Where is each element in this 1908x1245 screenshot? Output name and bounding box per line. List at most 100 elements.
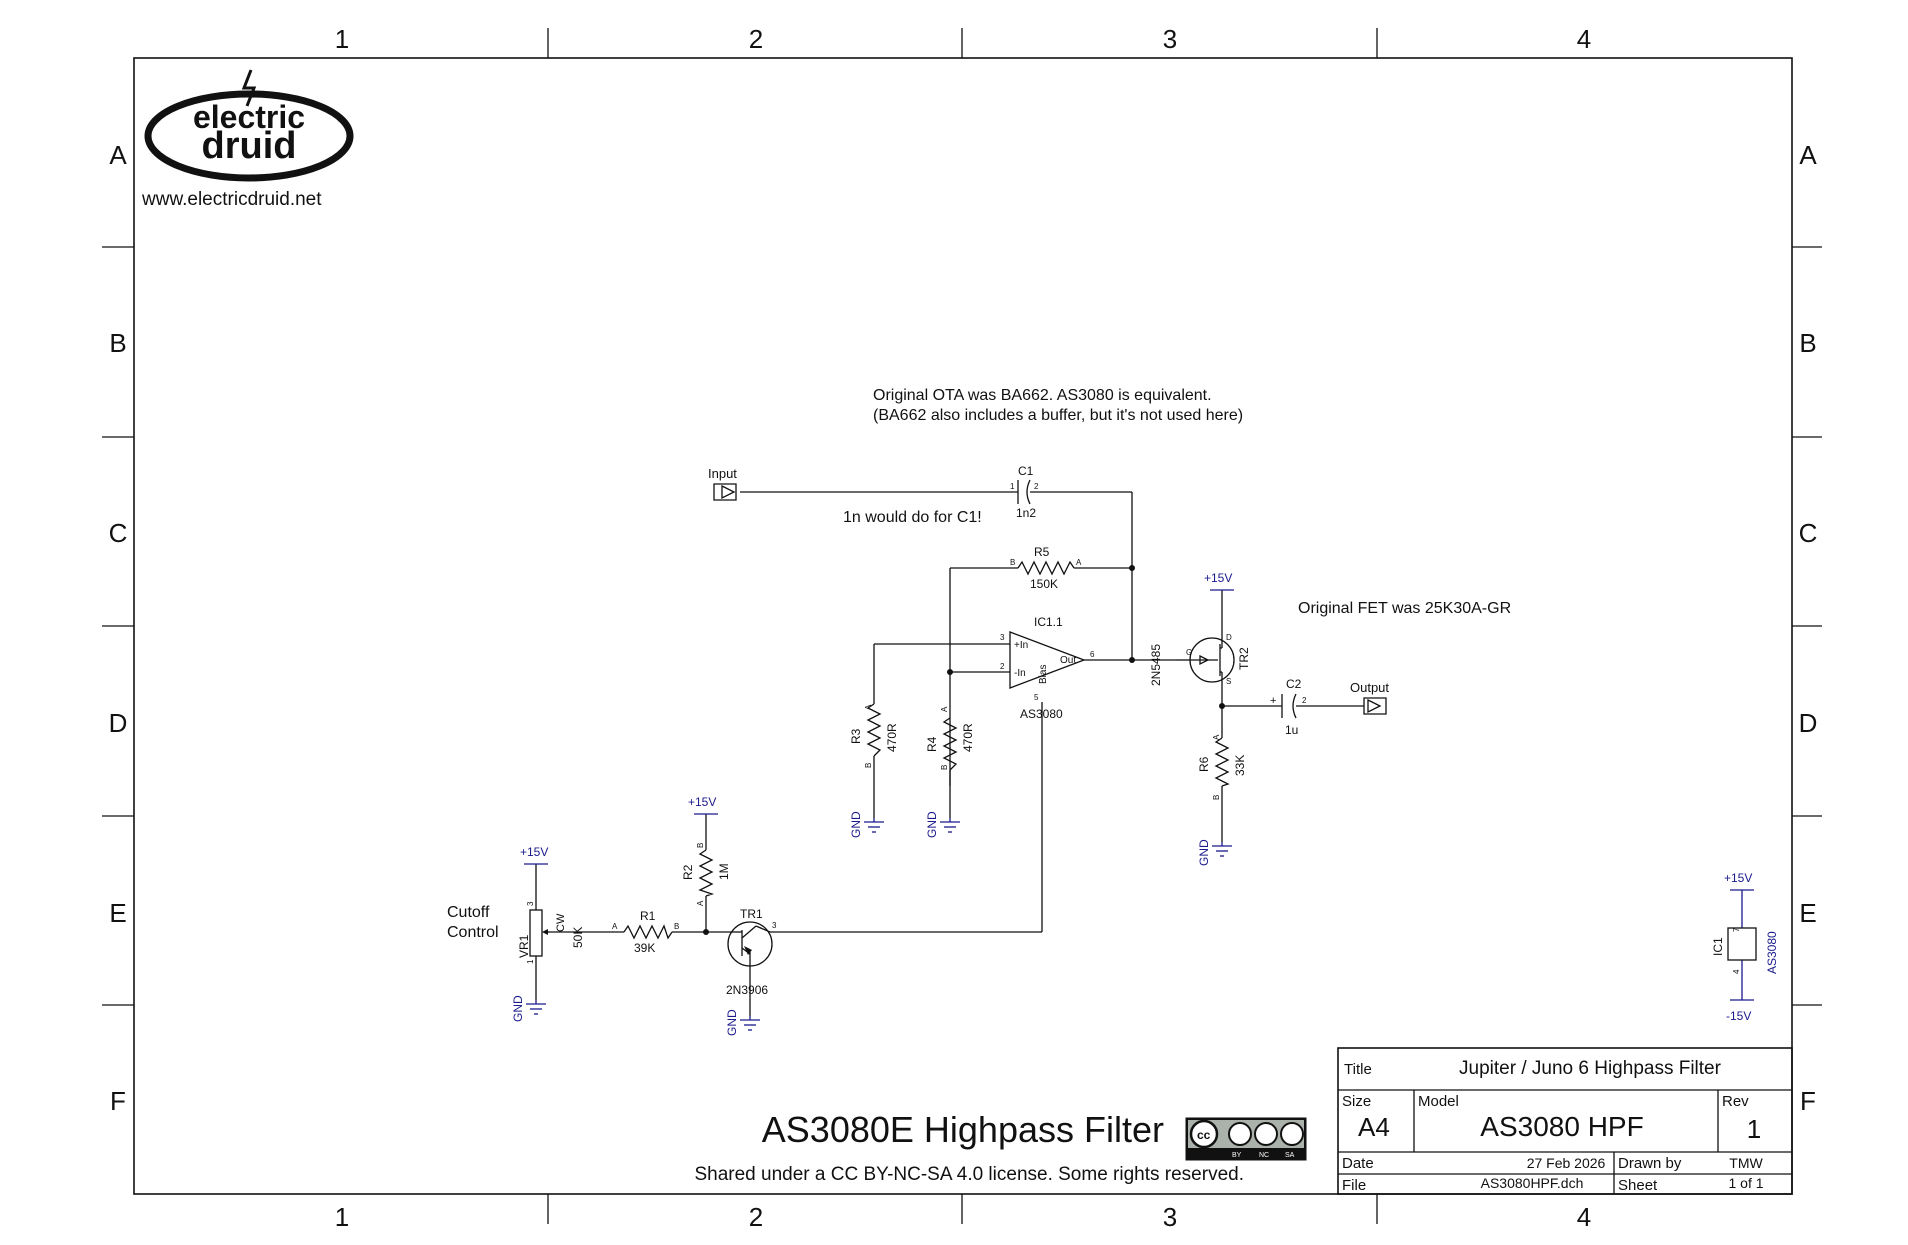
resistor-r4: R4 470R A B bbox=[925, 706, 975, 771]
col-label-top-4: 4 bbox=[1577, 24, 1591, 54]
capacitor-c2: C2 1u + 2 bbox=[1270, 677, 1307, 737]
tb-file-value: AS3080HPF.dch bbox=[1481, 1175, 1584, 1191]
r4-pin-b: B bbox=[940, 765, 949, 770]
ic1-1-ref: IC1.1 bbox=[1034, 615, 1063, 629]
power-rails: +15V +15V +15V bbox=[520, 571, 1234, 865]
r3-value: 470R bbox=[885, 723, 899, 752]
main-title: AS3080E Highpass Filter bbox=[762, 1109, 1164, 1150]
r1-ref: R1 bbox=[640, 909, 656, 923]
annotation-notes: Original OTA was BA662. AS3080 is equiva… bbox=[843, 387, 1511, 617]
logo-url: www.electricdruid.net bbox=[141, 189, 322, 210]
row-label-left-d: D bbox=[109, 708, 128, 738]
c1-pin2: 2 bbox=[1034, 482, 1039, 491]
row-label-left-f: F bbox=[110, 1086, 126, 1116]
vr1-ref: VR1 bbox=[517, 934, 531, 958]
tr2-supply: +15V bbox=[1204, 571, 1232, 585]
ground-tr1: GND bbox=[725, 1009, 760, 1036]
r6-ref: R6 bbox=[1197, 756, 1211, 772]
vr1-supply: +15V bbox=[520, 845, 548, 859]
c1-value: 1n2 bbox=[1016, 506, 1036, 520]
tr2-value: 2N5485 bbox=[1149, 644, 1163, 686]
r5-pin-b: B bbox=[1010, 558, 1015, 567]
row-label-right-a: A bbox=[1799, 140, 1817, 170]
tr1-pin3: 3 bbox=[772, 921, 777, 930]
tr2-pin-d: D bbox=[1226, 633, 1232, 642]
col-label-bottom-2: 2 bbox=[749, 1202, 763, 1232]
ic1-pin7: 7 bbox=[1732, 927, 1741, 932]
resistor-r5: R5 150K B A bbox=[1010, 545, 1082, 591]
r4-value: 470R bbox=[961, 723, 975, 752]
ic1-pin4: 4 bbox=[1732, 969, 1741, 974]
vr1-label2: Control bbox=[447, 924, 499, 941]
output-port-label: Output bbox=[1350, 680, 1389, 695]
ic1-1-pin2: 2 bbox=[1000, 662, 1005, 671]
col-label-top-1: 1 bbox=[335, 24, 349, 54]
resistor-r1: R1 39K A B bbox=[612, 909, 679, 955]
r2-pin-b: B bbox=[696, 843, 705, 848]
c1-ref: C1 bbox=[1018, 464, 1034, 478]
row-labels: A B C D E F A B C D E F bbox=[109, 140, 1818, 1116]
vr1-cw: CW bbox=[555, 913, 567, 932]
c1-note: 1n would do for C1! bbox=[843, 509, 982, 526]
ic1-1-pin3: 3 bbox=[1000, 633, 1005, 642]
r5-value: 150K bbox=[1030, 577, 1058, 591]
tr2-pin-g: G bbox=[1186, 648, 1192, 657]
row-label-right-f: F bbox=[1800, 1086, 1816, 1116]
ground-tr1-label: GND bbox=[725, 1009, 739, 1036]
ic1-1-in-pos: +In bbox=[1014, 640, 1028, 651]
r5-pin-a: A bbox=[1076, 558, 1082, 567]
tb-date-label: Date bbox=[1342, 1155, 1374, 1172]
sheet-frame bbox=[102, 28, 1822, 1224]
r6-value: 33K bbox=[1233, 755, 1247, 776]
vr1-value: 50K bbox=[571, 927, 585, 948]
c2-plus: + bbox=[1270, 695, 1276, 707]
tb-model-label: Model bbox=[1418, 1093, 1459, 1110]
vr1-pin1: 1 bbox=[526, 959, 535, 964]
col-label-top-3: 3 bbox=[1163, 24, 1177, 54]
ground-symbols: GND GND GND GND GND bbox=[511, 811, 1232, 1036]
ic1-power-unit: IC1 AS3080 7 4 +15V -15V bbox=[1711, 871, 1779, 1023]
r6-pin-a: A bbox=[1212, 734, 1221, 740]
ground-vr1-label: GND bbox=[511, 995, 525, 1022]
tb-model-value: AS3080 HPF bbox=[1480, 1111, 1643, 1142]
tb-file-label: File bbox=[1342, 1177, 1366, 1194]
ic1-1-pin5: 5 bbox=[1034, 693, 1039, 702]
r1-pin-a: A bbox=[612, 922, 618, 931]
r4-ref: R4 bbox=[925, 736, 939, 752]
tb-sheet-label: Sheet bbox=[1618, 1177, 1658, 1194]
junction-dots bbox=[703, 565, 1225, 935]
capacitor-c1: C1 1n2 1 2 bbox=[1010, 464, 1039, 520]
tr1-value: 2N3906 bbox=[726, 983, 768, 997]
cc-by: BY bbox=[1232, 1152, 1242, 1159]
title-block: Title Jupiter / Juno 6 Highpass Filter S… bbox=[1337, 1047, 1793, 1195]
vr1-label1: Cutoff bbox=[447, 904, 490, 921]
r2-pin-a: A bbox=[696, 900, 705, 906]
potentiometer-vr1: VR1 50K CW 3 1 Cutoff Control bbox=[447, 901, 585, 964]
svg-text:cc: cc bbox=[1197, 1128, 1211, 1142]
r6-pin-b: B bbox=[1212, 795, 1221, 800]
r3-ref: R3 bbox=[849, 728, 863, 744]
row-label-right-e: E bbox=[1799, 898, 1816, 928]
tb-size-label: Size bbox=[1342, 1093, 1371, 1110]
ground-r6: GND bbox=[1197, 839, 1232, 866]
ota-note-line1: Original OTA was BA662. AS3080 is equiva… bbox=[873, 387, 1212, 404]
row-label-left-b: B bbox=[109, 328, 126, 358]
cc-sa: SA bbox=[1285, 1152, 1295, 1159]
ground-r3: GND bbox=[849, 811, 884, 838]
ic1-pos-supply: +15V bbox=[1724, 871, 1752, 885]
tb-sheet-value: 1 of 1 bbox=[1728, 1175, 1763, 1191]
tr2-pin-s: S bbox=[1226, 677, 1231, 686]
r3-pin-b: B bbox=[864, 763, 873, 768]
r4-pin-a: A bbox=[940, 706, 949, 712]
r5-ref: R5 bbox=[1034, 545, 1050, 559]
c2-value: 1u bbox=[1285, 723, 1298, 737]
output-port: Output bbox=[1350, 680, 1389, 715]
fet-note: Original FET was 25K30A-GR bbox=[1298, 600, 1511, 617]
tb-rev-value: 1 bbox=[1747, 1114, 1761, 1144]
tb-drawn-value: TMW bbox=[1729, 1155, 1763, 1171]
ground-r4-label: GND bbox=[925, 811, 939, 838]
ground-r6-label: GND bbox=[1197, 839, 1211, 866]
r2-ref: R2 bbox=[681, 864, 695, 880]
ota-note-line2: (BA662 also includes a buffer, but it's … bbox=[873, 407, 1243, 424]
r1-pin-b: B bbox=[674, 922, 679, 931]
